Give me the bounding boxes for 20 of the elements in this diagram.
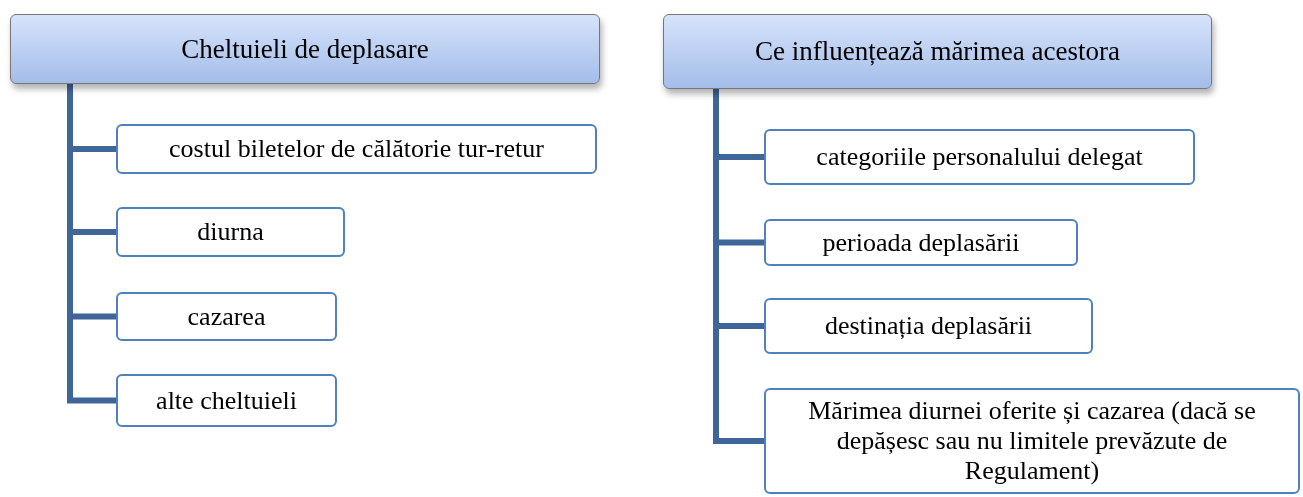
item-text: categoriile personalului delegat <box>816 142 1143 172</box>
item-text: destinația deplasării <box>824 311 1033 341</box>
item-text: perioada deplasării <box>822 227 1020 258</box>
item-box <box>116 207 345 257</box>
item-box <box>116 292 337 341</box>
item-text: Mărimea diurnei oferite și cazarea (dacă se depășesc sau nu limitele prevăzute de Regulament) <box>807 396 1257 486</box>
item-box <box>764 219 1078 266</box>
item-text: cazarea <box>187 301 266 332</box>
item-text: costul biletelor de călătorie tur-retur <box>169 134 544 164</box>
item-box <box>116 374 337 427</box>
header-text: Cheltuieli de deplasare <box>181 33 429 65</box>
item-box <box>764 129 1195 185</box>
header-text: Ce influențează mărimea acestora <box>754 36 1120 67</box>
item-box <box>116 124 597 174</box>
item-box <box>764 388 1300 494</box>
header-box <box>663 14 1212 89</box>
item-box <box>764 298 1093 354</box>
header-box <box>10 14 600 84</box>
item-text: diurna <box>197 217 264 247</box>
item-text: alte cheltuieli <box>156 385 297 416</box>
